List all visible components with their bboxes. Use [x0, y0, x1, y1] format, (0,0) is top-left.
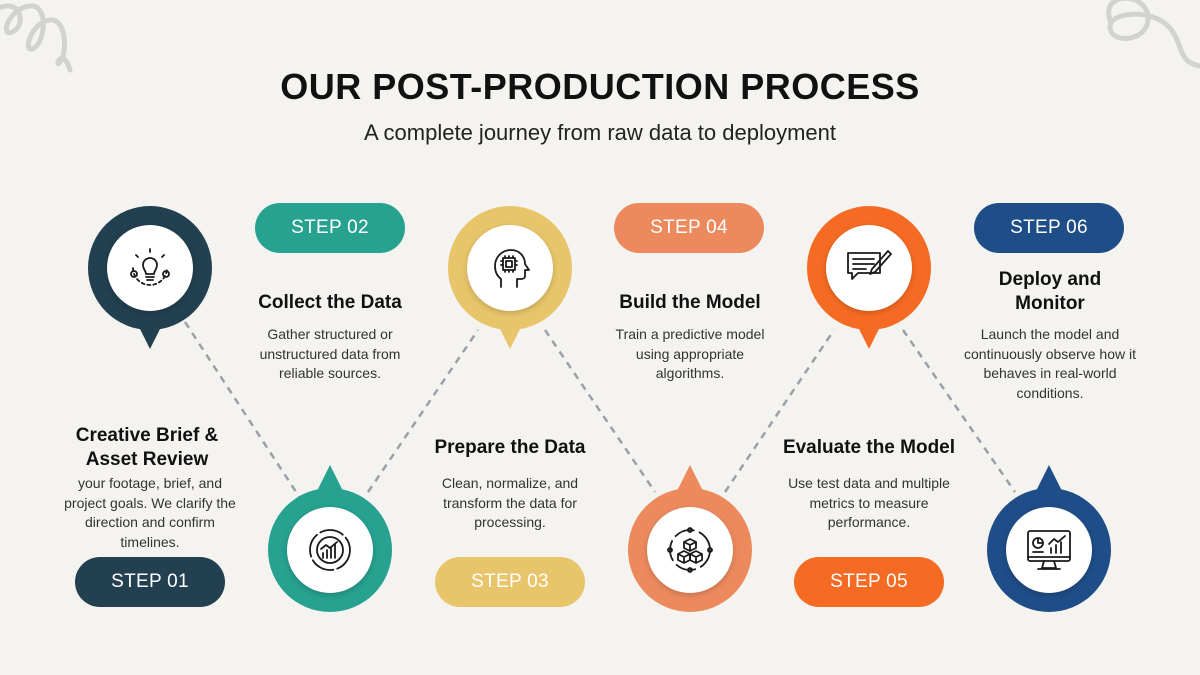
step-01-description: your footage, brief, and project goals. … — [64, 475, 236, 550]
step-06-pin — [987, 462, 1111, 612]
step-01-heading: Creative Brief & Asset Review — [75, 425, 219, 470]
cubes-network-icon — [667, 527, 713, 573]
gear-lightbulb-icon — [130, 248, 170, 286]
step-01-badge: STEP 01 — [75, 557, 225, 607]
step-03-description: Clean, normalize, and transform the data… — [441, 475, 579, 530]
donut-chart-icon — [309, 529, 351, 571]
step-03-badge: STEP 03 — [435, 557, 585, 607]
step-05-badge: STEP 05 — [794, 557, 944, 607]
step-04-pin — [628, 462, 752, 612]
step-06-heading: Deploy and Monitor — [998, 269, 1102, 314]
chat-pencil-icon — [847, 250, 892, 280]
connector-lines — [183, 321, 1017, 499]
step-02-description: Gather structured or unstructured data f… — [259, 326, 401, 381]
step-05-heading: Evaluate the Model — [782, 437, 956, 458]
step-03-heading: Prepare the Data — [434, 437, 586, 458]
step-04-badge: STEP 04 — [614, 203, 764, 253]
step-06-badge: STEP 06 — [974, 203, 1124, 253]
step-02-badge: STEP 02 — [255, 203, 405, 253]
step-05-description: Use test data and multiple metrics to me… — [788, 475, 950, 530]
step-02-heading: Collect the Data — [258, 292, 402, 313]
monitor-dashboard-icon — [1027, 530, 1071, 570]
ai-head-chip-icon — [494, 249, 530, 288]
step-02-pin — [268, 462, 392, 612]
step-05-pin — [807, 206, 931, 356]
page-title: OUR POST-PRODUCTION PROCESS — [280, 66, 920, 107]
step-03-pin — [448, 206, 572, 356]
step-04-description: Train a predictive model using appropria… — [615, 326, 765, 381]
squiggle-decoration — [0, 0, 1200, 73]
step-01-pin — [88, 206, 212, 356]
step-06-description: Launch the model and continuously observ… — [964, 326, 1136, 401]
step-04-heading: Build the Model — [619, 292, 761, 313]
page-subtitle: A complete journey from raw data to depl… — [363, 120, 837, 145]
